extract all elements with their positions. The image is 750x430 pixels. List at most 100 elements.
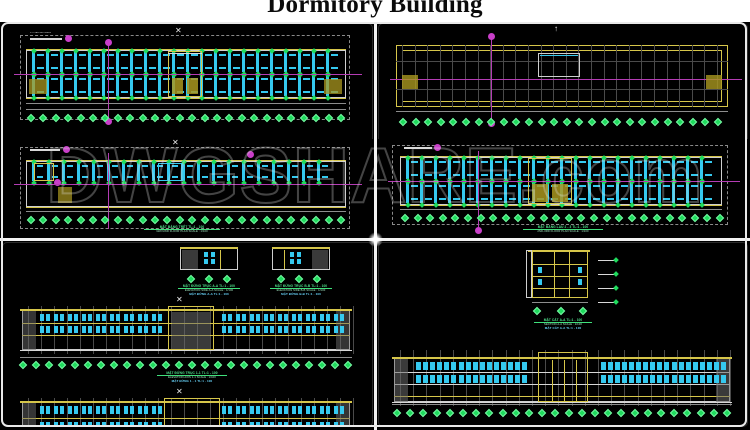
elev-window (700, 375, 705, 383)
room-furniture (677, 198, 684, 200)
room-furniture (663, 174, 670, 176)
room-partition (700, 159, 703, 179)
room-furniture (172, 165, 178, 167)
room-furniture (467, 161, 474, 163)
room-furniture (52, 165, 58, 167)
room-partition (284, 76, 287, 96)
roof-dimension-line (396, 111, 728, 112)
room-furniture (79, 54, 86, 56)
core-top-line (168, 53, 202, 54)
room-furniture (149, 78, 156, 80)
elev-window (138, 406, 142, 414)
elev-wall-right (312, 250, 328, 269)
room-furniture (277, 165, 283, 167)
caption-line-en: ELEVATION SIDE A-A SCALE : 1/100 (184, 289, 234, 292)
room-furniture (677, 161, 684, 163)
grid-line (584, 350, 586, 406)
room-partition (130, 52, 133, 72)
roof-axis-bubble-top (488, 33, 495, 40)
grid-line (93, 306, 94, 354)
axis-line-vertical (108, 153, 109, 229)
room-furniture (219, 67, 226, 69)
elev-window (423, 375, 428, 383)
elev-window (278, 314, 282, 321)
room-partition (616, 159, 619, 179)
elev-window (242, 406, 246, 414)
elev-window (326, 326, 330, 333)
elev-window (423, 362, 428, 370)
elev-window (297, 252, 301, 257)
panel-elevations[interactable]: MẶT ĐỨNG TRỤC A-A TL:1 - 100 ELEVATION S… (2, 242, 373, 427)
grid-line (275, 398, 276, 427)
elev-window (297, 259, 301, 264)
elev-window (96, 326, 100, 333)
elev-window (707, 375, 712, 383)
elev-window (222, 406, 226, 414)
elev-window (508, 362, 514, 370)
room-furniture (97, 165, 103, 167)
elev-window (451, 362, 457, 370)
panel-typical-floor-plan[interactable]: MẶT BẰNG LẦU 2 - 3 TL:1 - 100 2ND-3RD FL… (378, 139, 748, 237)
room-furniture (247, 91, 254, 93)
room-partition (74, 76, 77, 96)
room-partition (214, 52, 217, 72)
caption-line-vn: MẶT ĐỨNG TRỤC 1-1 TL:1 - 100 (166, 371, 218, 375)
stair-flight-a (172, 78, 183, 94)
room-furniture (67, 165, 73, 167)
room-furniture (142, 176, 148, 178)
panel-section-elevation[interactable]: MẶT CẮT A-A TL:1 - 100 SECTION A-A SCALE… (378, 242, 748, 427)
room-partition (130, 76, 133, 96)
elev-window (110, 314, 114, 321)
room-furniture (621, 161, 628, 163)
room-furniture (593, 185, 600, 187)
elev-window (515, 362, 521, 370)
room-furniture (317, 91, 324, 93)
elev-window (68, 314, 72, 321)
roof-grid-h2 (396, 89, 728, 90)
elev-window (437, 375, 443, 383)
grid-line (616, 45, 618, 107)
room-partition (588, 159, 591, 179)
room-partition (88, 52, 91, 72)
elev-window (60, 406, 64, 414)
room-partition (574, 183, 577, 203)
room-furniture (565, 185, 572, 187)
panel-ground-floor-plan[interactable]: ✕ MẶT BẰNG TRỆT TL:1 - 100 GROUND FLOOR … (2, 139, 373, 237)
room-furniture (705, 161, 712, 163)
divider-crosshair (368, 232, 383, 247)
room-furniture (439, 174, 446, 176)
caption-line-en: SECTION A-A SCALE : 1/100 (544, 323, 582, 326)
room-furniture (121, 54, 128, 56)
building-cross-section (524, 250, 596, 306)
section-column-mid (554, 250, 555, 298)
section-cut-marker-icon: ✕ (172, 139, 179, 147)
room-partition (270, 76, 273, 96)
room-furniture (579, 185, 586, 187)
room-furniture (411, 185, 418, 187)
elev-column (284, 250, 285, 269)
stair-flight-b (552, 184, 568, 202)
room-furniture (453, 161, 460, 163)
room-partition (242, 163, 245, 181)
elev-window (284, 326, 288, 333)
elev-window (82, 422, 86, 427)
room-partition (152, 163, 155, 181)
room-furniture (509, 198, 516, 200)
room-partition (116, 76, 119, 96)
room-furniture (233, 91, 240, 93)
elev-window (320, 326, 324, 333)
elev-window (340, 406, 344, 414)
room-partition (644, 183, 647, 203)
grid-line (413, 350, 415, 406)
room-partition (672, 159, 675, 179)
room-partition (602, 159, 605, 179)
room-furniture (65, 78, 72, 80)
elev-window (102, 326, 106, 333)
elev-window (130, 326, 134, 333)
elev-window (74, 422, 78, 427)
room-partition (158, 52, 161, 72)
elev-window (614, 375, 620, 383)
grid-line (502, 45, 504, 107)
room-partition (172, 52, 175, 72)
elev-window (96, 406, 100, 414)
